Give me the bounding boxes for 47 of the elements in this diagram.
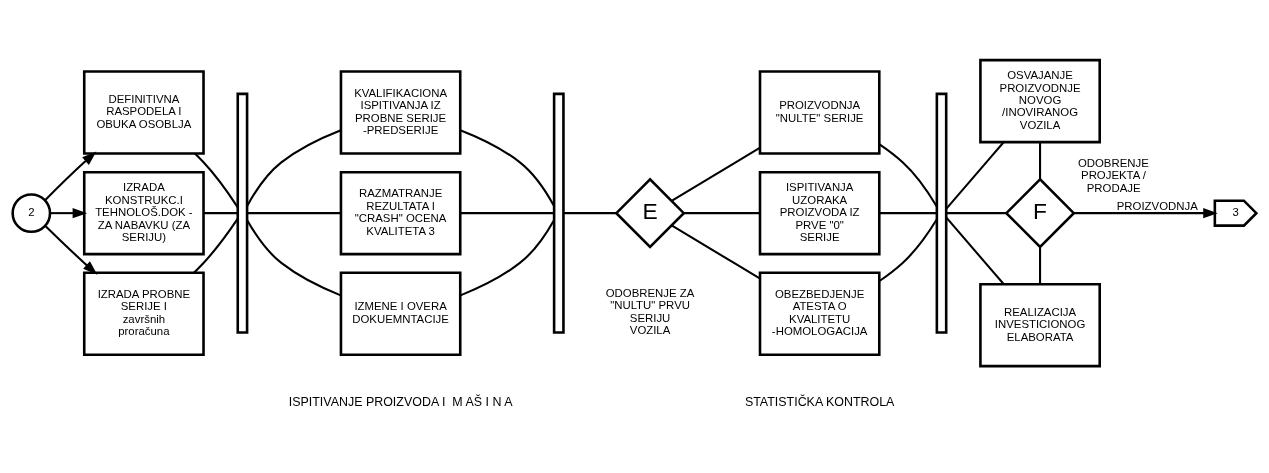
node-box: IZMENE I OVERA DOKUEMNTACIJE bbox=[339, 271, 462, 356]
connector bbox=[193, 217, 239, 273]
connector bbox=[945, 141, 1005, 210]
connector bbox=[1039, 141, 1042, 179]
connector bbox=[563, 211, 617, 214]
node-diamond: E bbox=[614, 177, 686, 249]
connector bbox=[878, 218, 938, 282]
connector bbox=[878, 143, 938, 207]
connector bbox=[460, 219, 555, 296]
arrow bbox=[44, 150, 97, 201]
label: STATISTIČKA KONTROLA bbox=[744, 394, 895, 409]
node-bar bbox=[236, 92, 249, 334]
node-box: DEFINITIVNA RASPODELA I OBUKA OSOBLJA bbox=[82, 69, 205, 155]
connector bbox=[246, 128, 342, 206]
node-box: IZRADA KONSTRUKC.I TEHNOLOŠ.DOK - ZA NABAVKU (ZA SERIJU) bbox=[82, 170, 205, 255]
node-box: OBEZBEDJENJE ATESTA O KVALITETU -HOMOLOGACIJA bbox=[758, 271, 881, 356]
node-box: OSVAJANJE PROIZVODNJE NOVOG /INOVIRANOG VOZILA bbox=[979, 58, 1101, 143]
node-label: ODOBRENJE PROJEKTA / PRODAJE bbox=[1077, 156, 1149, 194]
node-box: KVALIFIKACIONA ISPITIVANJA IZ PROBNE SERIJE -PREDSERIJE bbox=[339, 69, 462, 155]
node-label: ODOBRENJE ZA "NULTU" PRVU SERIJU VOZILA bbox=[605, 286, 695, 336]
label: ISPITIVANJE PROIZVODA I M AŠ I N A bbox=[288, 394, 513, 409]
node-box: RAZMATRANJE REZULTATA I "CRASH" OCENA KVALITETA 3 bbox=[339, 170, 462, 255]
connector bbox=[946, 211, 1006, 214]
connector bbox=[683, 211, 760, 214]
connector bbox=[247, 211, 341, 214]
node-box: ISPITIVANJA UZORAKA PROIZVODA IZ PRVE "0" SERIJE bbox=[758, 170, 881, 255]
edge-label: PROIZVODNJA bbox=[1116, 199, 1198, 212]
connector bbox=[671, 224, 761, 279]
node-box: IZRADA PROBNE SERIJE I završnih proračuna bbox=[82, 271, 205, 356]
arrow bbox=[50, 207, 88, 218]
connector bbox=[671, 146, 761, 202]
connector bbox=[879, 211, 937, 214]
arrow bbox=[1073, 207, 1218, 218]
connector bbox=[194, 152, 239, 208]
connector bbox=[460, 211, 555, 214]
node-bar bbox=[552, 92, 565, 334]
connector bbox=[945, 216, 1005, 285]
arrow bbox=[44, 224, 98, 275]
node-box: PROIZVODNJA "NULTE" SERIJE bbox=[758, 69, 881, 155]
connector bbox=[1039, 246, 1042, 284]
node-diamond: F bbox=[1004, 177, 1076, 249]
node-circle: 2 bbox=[11, 192, 52, 233]
connector bbox=[246, 219, 342, 296]
connector bbox=[459, 128, 555, 206]
node-bar bbox=[935, 92, 948, 334]
connector bbox=[203, 211, 238, 214]
node-box: REALIZACIJA INVESTICIONOG ELABORATA bbox=[979, 282, 1101, 367]
